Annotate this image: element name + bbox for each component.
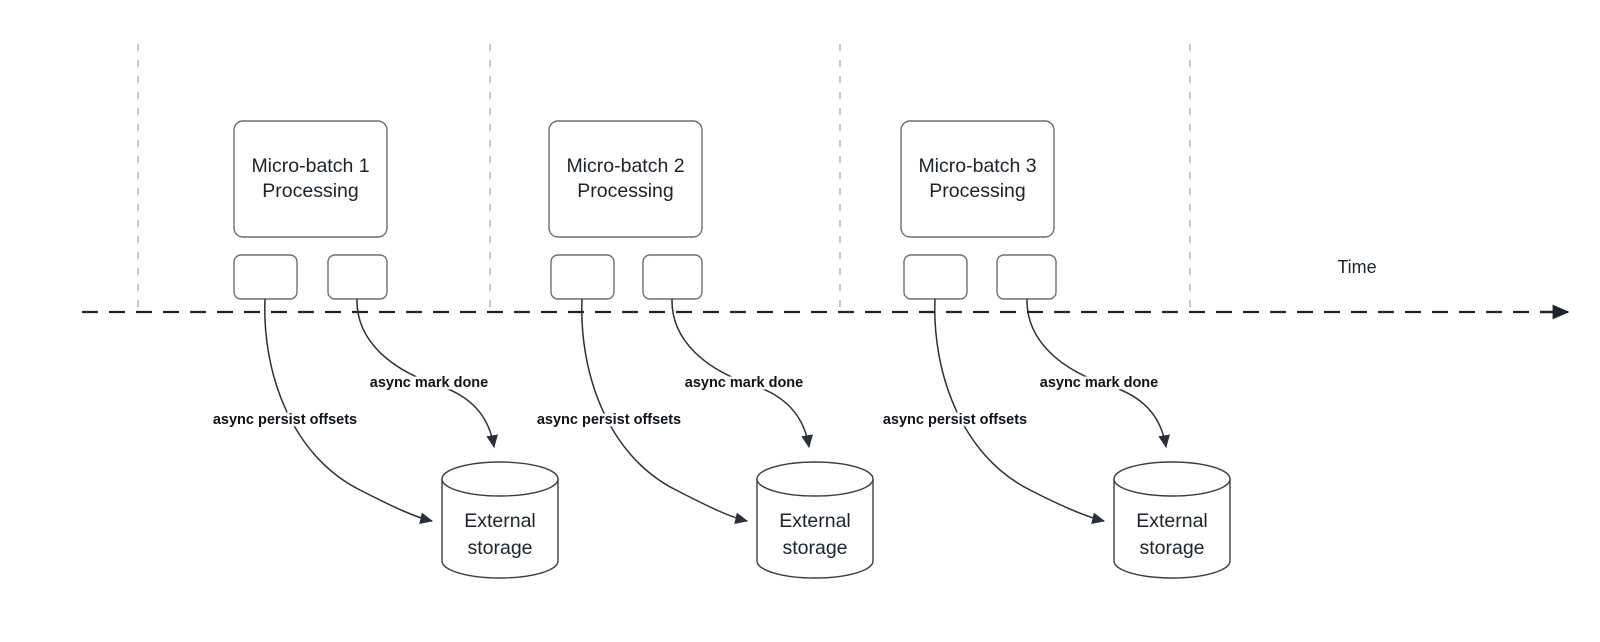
external-storage-2[interactable]: External storage — [756, 461, 874, 579]
micro-batch-1-task-box-left[interactable] — [233, 254, 298, 300]
micro-batch-1-box[interactable] — [233, 120, 388, 238]
async-mark-done-label-2: async mark done — [685, 375, 803, 391]
micro-batch-3-task-box-right[interactable] — [996, 254, 1057, 300]
micro-batch-3-box[interactable] — [900, 120, 1055, 238]
async-mark-done-arrow-2 — [671, 298, 813, 449]
async-persist-offsets-label-3: async persist offsets — [883, 412, 1027, 428]
external-storage-3[interactable]: External storage — [1113, 461, 1231, 579]
batch-group-2: Micro-batch 2 Processing External storag… — [534, 120, 874, 579]
external-storage-1[interactable]: External storage — [441, 461, 559, 579]
micro-batch-1-label-line1: Micro-batch 1 — [251, 155, 369, 177]
micro-batch-1-label-line2: Processing — [262, 180, 358, 202]
external-storage-2-label-line2: storage — [782, 537, 847, 559]
async-mark-done-label-1: async mark done — [370, 375, 488, 391]
micro-batch-1-task-box-right[interactable] — [327, 254, 388, 300]
batch-group-3: Micro-batch 3 Processing External storag… — [880, 120, 1231, 579]
timeline-ticks — [137, 44, 1191, 316]
async-mark-done-arrow-3 — [1026, 298, 1170, 449]
async-persist-offsets-label-2: async persist offsets — [537, 412, 681, 428]
async-persist-offsets-arrow-3 — [934, 298, 1106, 524]
micro-batch-2-task-box-left[interactable] — [550, 254, 615, 300]
async-mark-done-label-3: async mark done — [1040, 375, 1158, 391]
micro-batch-2-box[interactable] — [548, 120, 703, 238]
external-storage-2-label-line1: External — [779, 510, 851, 532]
external-storage-3-label-line1: External — [1136, 510, 1208, 532]
micro-batch-2-label-line2: Processing — [577, 180, 673, 202]
micro-batch-2-label-line1: Micro-batch 2 — [566, 155, 684, 177]
micro-batch-3-label-line1: Micro-batch 3 — [918, 155, 1036, 177]
external-storage-1-label-line2: storage — [467, 537, 532, 559]
external-storage-1-label-line1: External — [464, 510, 536, 532]
async-persist-offsets-arrow-1 — [264, 298, 434, 524]
async-persist-offsets-label-1: async persist offsets — [213, 412, 357, 428]
external-storage-3-label-line2: storage — [1139, 537, 1204, 559]
micro-batch-3-task-box-left[interactable] — [903, 254, 968, 300]
batch-group-1: Micro-batch 1 Processing External storag… — [210, 120, 559, 579]
async-persist-offsets-arrow-2 — [581, 298, 749, 524]
time-axis-label: Time — [1337, 257, 1376, 277]
micro-batch-3-label-line2: Processing — [929, 180, 1025, 202]
async-mark-done-arrow-1 — [356, 298, 498, 449]
micro-batch-2-task-box-right[interactable] — [642, 254, 703, 300]
